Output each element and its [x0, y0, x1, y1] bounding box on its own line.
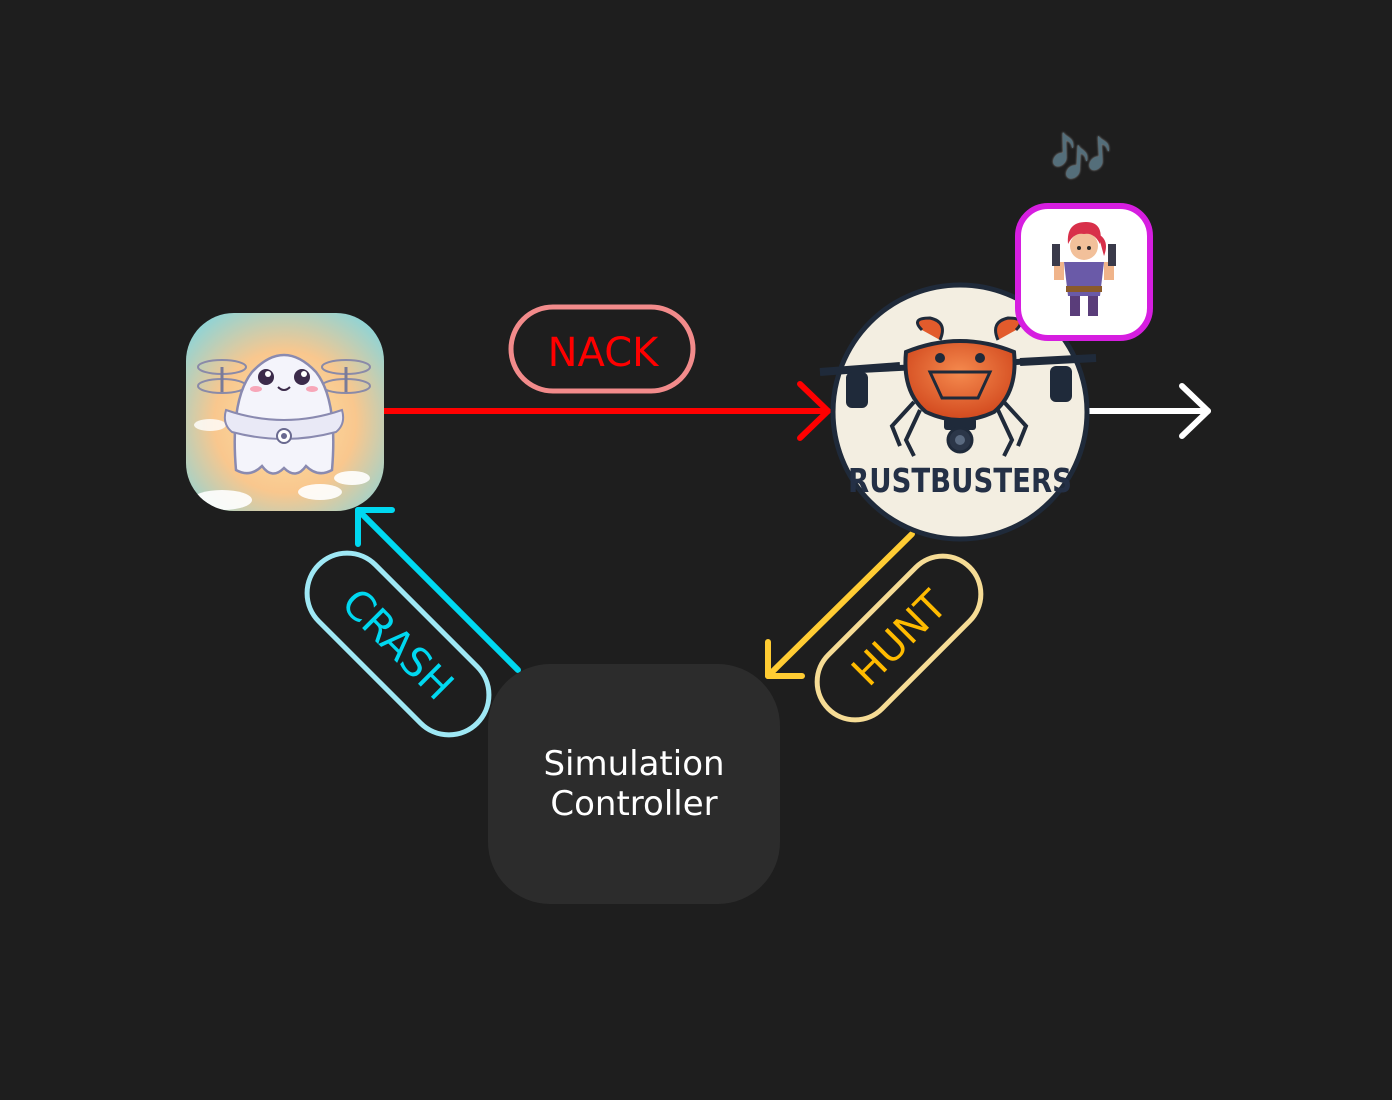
controller-label-line1: Simulation: [543, 744, 725, 784]
crash-arrow-line: [355, 507, 521, 673]
nack-badge: [508, 304, 696, 394]
ghost-drone-icon: [186, 313, 384, 511]
controller-label-line2: Controller: [550, 784, 718, 824]
rustbusters-logo-text: RUSTBUSTERS: [848, 461, 1072, 500]
brawler-node[interactable]: [1015, 203, 1153, 341]
out-arrowhead: [1179, 383, 1211, 439]
hunt-arrow-line: [765, 531, 915, 679]
hunt-arrowhead: [765, 639, 805, 679]
crab-drone-logo: [819, 316, 1097, 457]
brawler-character-icon: [1052, 222, 1116, 316]
rustbusters-node[interactable]: RUSTBUSTERS: [819, 282, 1097, 542]
nack-label: NACK: [548, 330, 661, 376]
music-notes-icon: 🎶: [1050, 129, 1112, 187]
hunt-badge: [814, 553, 984, 723]
ghost-drone-node[interactable]: [186, 313, 384, 511]
crash-badge: [304, 550, 492, 738]
crash-arrowhead: [355, 507, 395, 547]
crash-edge: CRASH: [304, 507, 521, 738]
out-edge: [1083, 383, 1211, 439]
simulation-controller-node[interactable]: Simulation Controller: [488, 664, 780, 904]
nack-edge: NACK: [381, 304, 831, 441]
nack-arrowhead: [797, 381, 831, 441]
hunt-edge: HUNT: [765, 531, 984, 723]
